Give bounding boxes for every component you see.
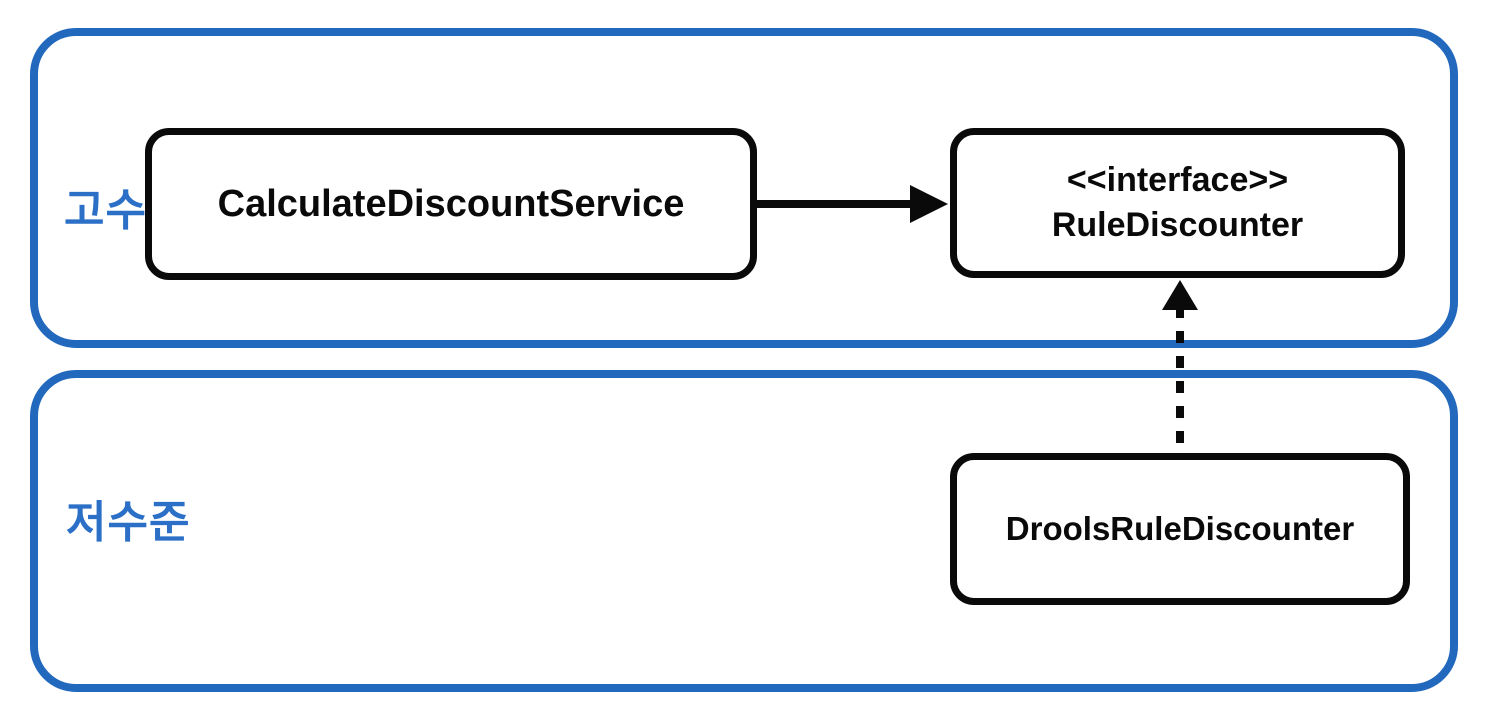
interface-stereotype-label: <<interface>> <box>1066 161 1289 200</box>
drools-impl-class-label: DroolsRuleDiscounter <box>1005 510 1355 547</box>
low-level-layer-container <box>30 370 1458 692</box>
rule-discounter-interface-node: <<interface>> RuleDiscounter <box>950 128 1405 278</box>
low-level-layer-label: 저수준 <box>66 498 191 547</box>
dependency-arrow-head-icon <box>910 185 948 223</box>
high-level-layer-container <box>30 28 1458 348</box>
realization-arrow-head-icon <box>1162 280 1198 310</box>
dependency-arrow-line <box>755 200 915 208</box>
drools-impl-class-node: DroolsRuleDiscounter <box>950 453 1410 605</box>
service-class-label: CalculateDiscountService <box>217 182 685 225</box>
service-class-node: CalculateDiscountService <box>145 128 757 280</box>
interface-name-label: RuleDiscounter <box>1051 206 1304 244</box>
realization-dashed-arrow-line <box>1176 306 1184 453</box>
